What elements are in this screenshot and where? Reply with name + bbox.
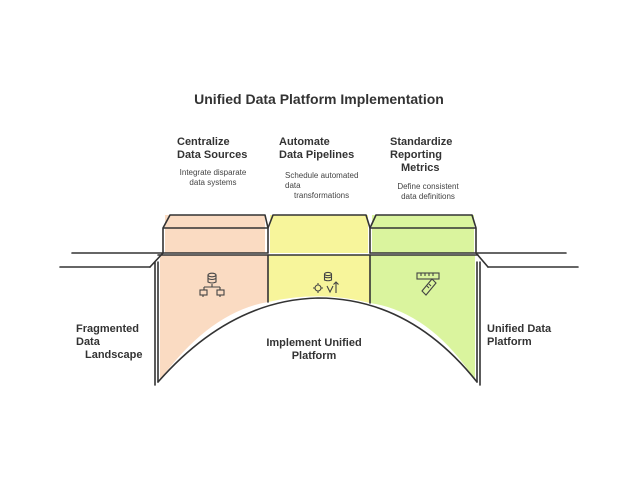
step-1-heading: Centralize Data Sources [177, 136, 247, 162]
step-2-description-line: transformations [294, 191, 350, 200]
step-2-description: Schedule automated data transformations [285, 171, 358, 201]
database-gear-icon [313, 271, 339, 294]
arch-fill-2 [268, 255, 370, 303]
step-3-heading-line: Standardize [390, 136, 453, 148]
block-fill-2 [270, 215, 368, 253]
diagram-title: Unified Data Platform Implementation [194, 91, 444, 107]
left-label: Fragmented Data Landscape [76, 323, 142, 363]
step-1-description: Integrate disparate data systems [170, 168, 256, 188]
right-label: Unified Data Platform [487, 323, 551, 349]
step-3-heading: Standardize Reporting Metrics [390, 136, 452, 176]
step-2-description-line: Schedule automated [285, 171, 359, 180]
step-3-description-line: data definitions [401, 192, 455, 201]
center-label-line: Platform [291, 350, 337, 363]
step-1-description-line: Integrate disparate [179, 168, 247, 177]
step-3-description-line: Define consistent [397, 182, 459, 191]
step-1-heading-line: Centralize [177, 136, 230, 148]
center-label: Implement Unified Platform [250, 337, 378, 363]
step-2-heading: Automate Data Pipelines [279, 136, 354, 162]
block-outline-1 [162, 214, 269, 254]
left-label-line: Landscape [85, 349, 143, 362]
left-label-line: Data [76, 336, 100, 349]
arch-fill-1 [160, 255, 268, 380]
bridge-right-side [475, 252, 489, 386]
step-3-description: Define consistent data definitions [388, 182, 468, 202]
right-label-line: Unified Data [487, 323, 552, 335]
step-3-heading-line: Reporting [390, 149, 442, 162]
center-label-line: Implement Unified [266, 337, 362, 349]
step-2-heading-line: Automate [279, 136, 330, 148]
bridge-arch [157, 297, 478, 383]
block-fill-3 [372, 215, 474, 253]
step-3-heading-line: Metrics [401, 162, 440, 175]
step-1-description-line: data systems [189, 178, 237, 187]
block-outline-2 [267, 214, 371, 254]
step-2-description-line: data [285, 181, 301, 190]
left-label-line: Fragmented [76, 323, 139, 335]
database-network-icon [199, 272, 225, 297]
bridge-left-side [149, 252, 164, 386]
ruler-icon [416, 272, 440, 296]
step-2-heading-line: Data Pipelines [279, 149, 355, 162]
step-1-heading-line: Data Sources [177, 149, 248, 162]
block-fill-1 [165, 215, 265, 253]
arch-fill-3 [370, 255, 475, 380]
right-label-line: Platform [487, 336, 532, 349]
